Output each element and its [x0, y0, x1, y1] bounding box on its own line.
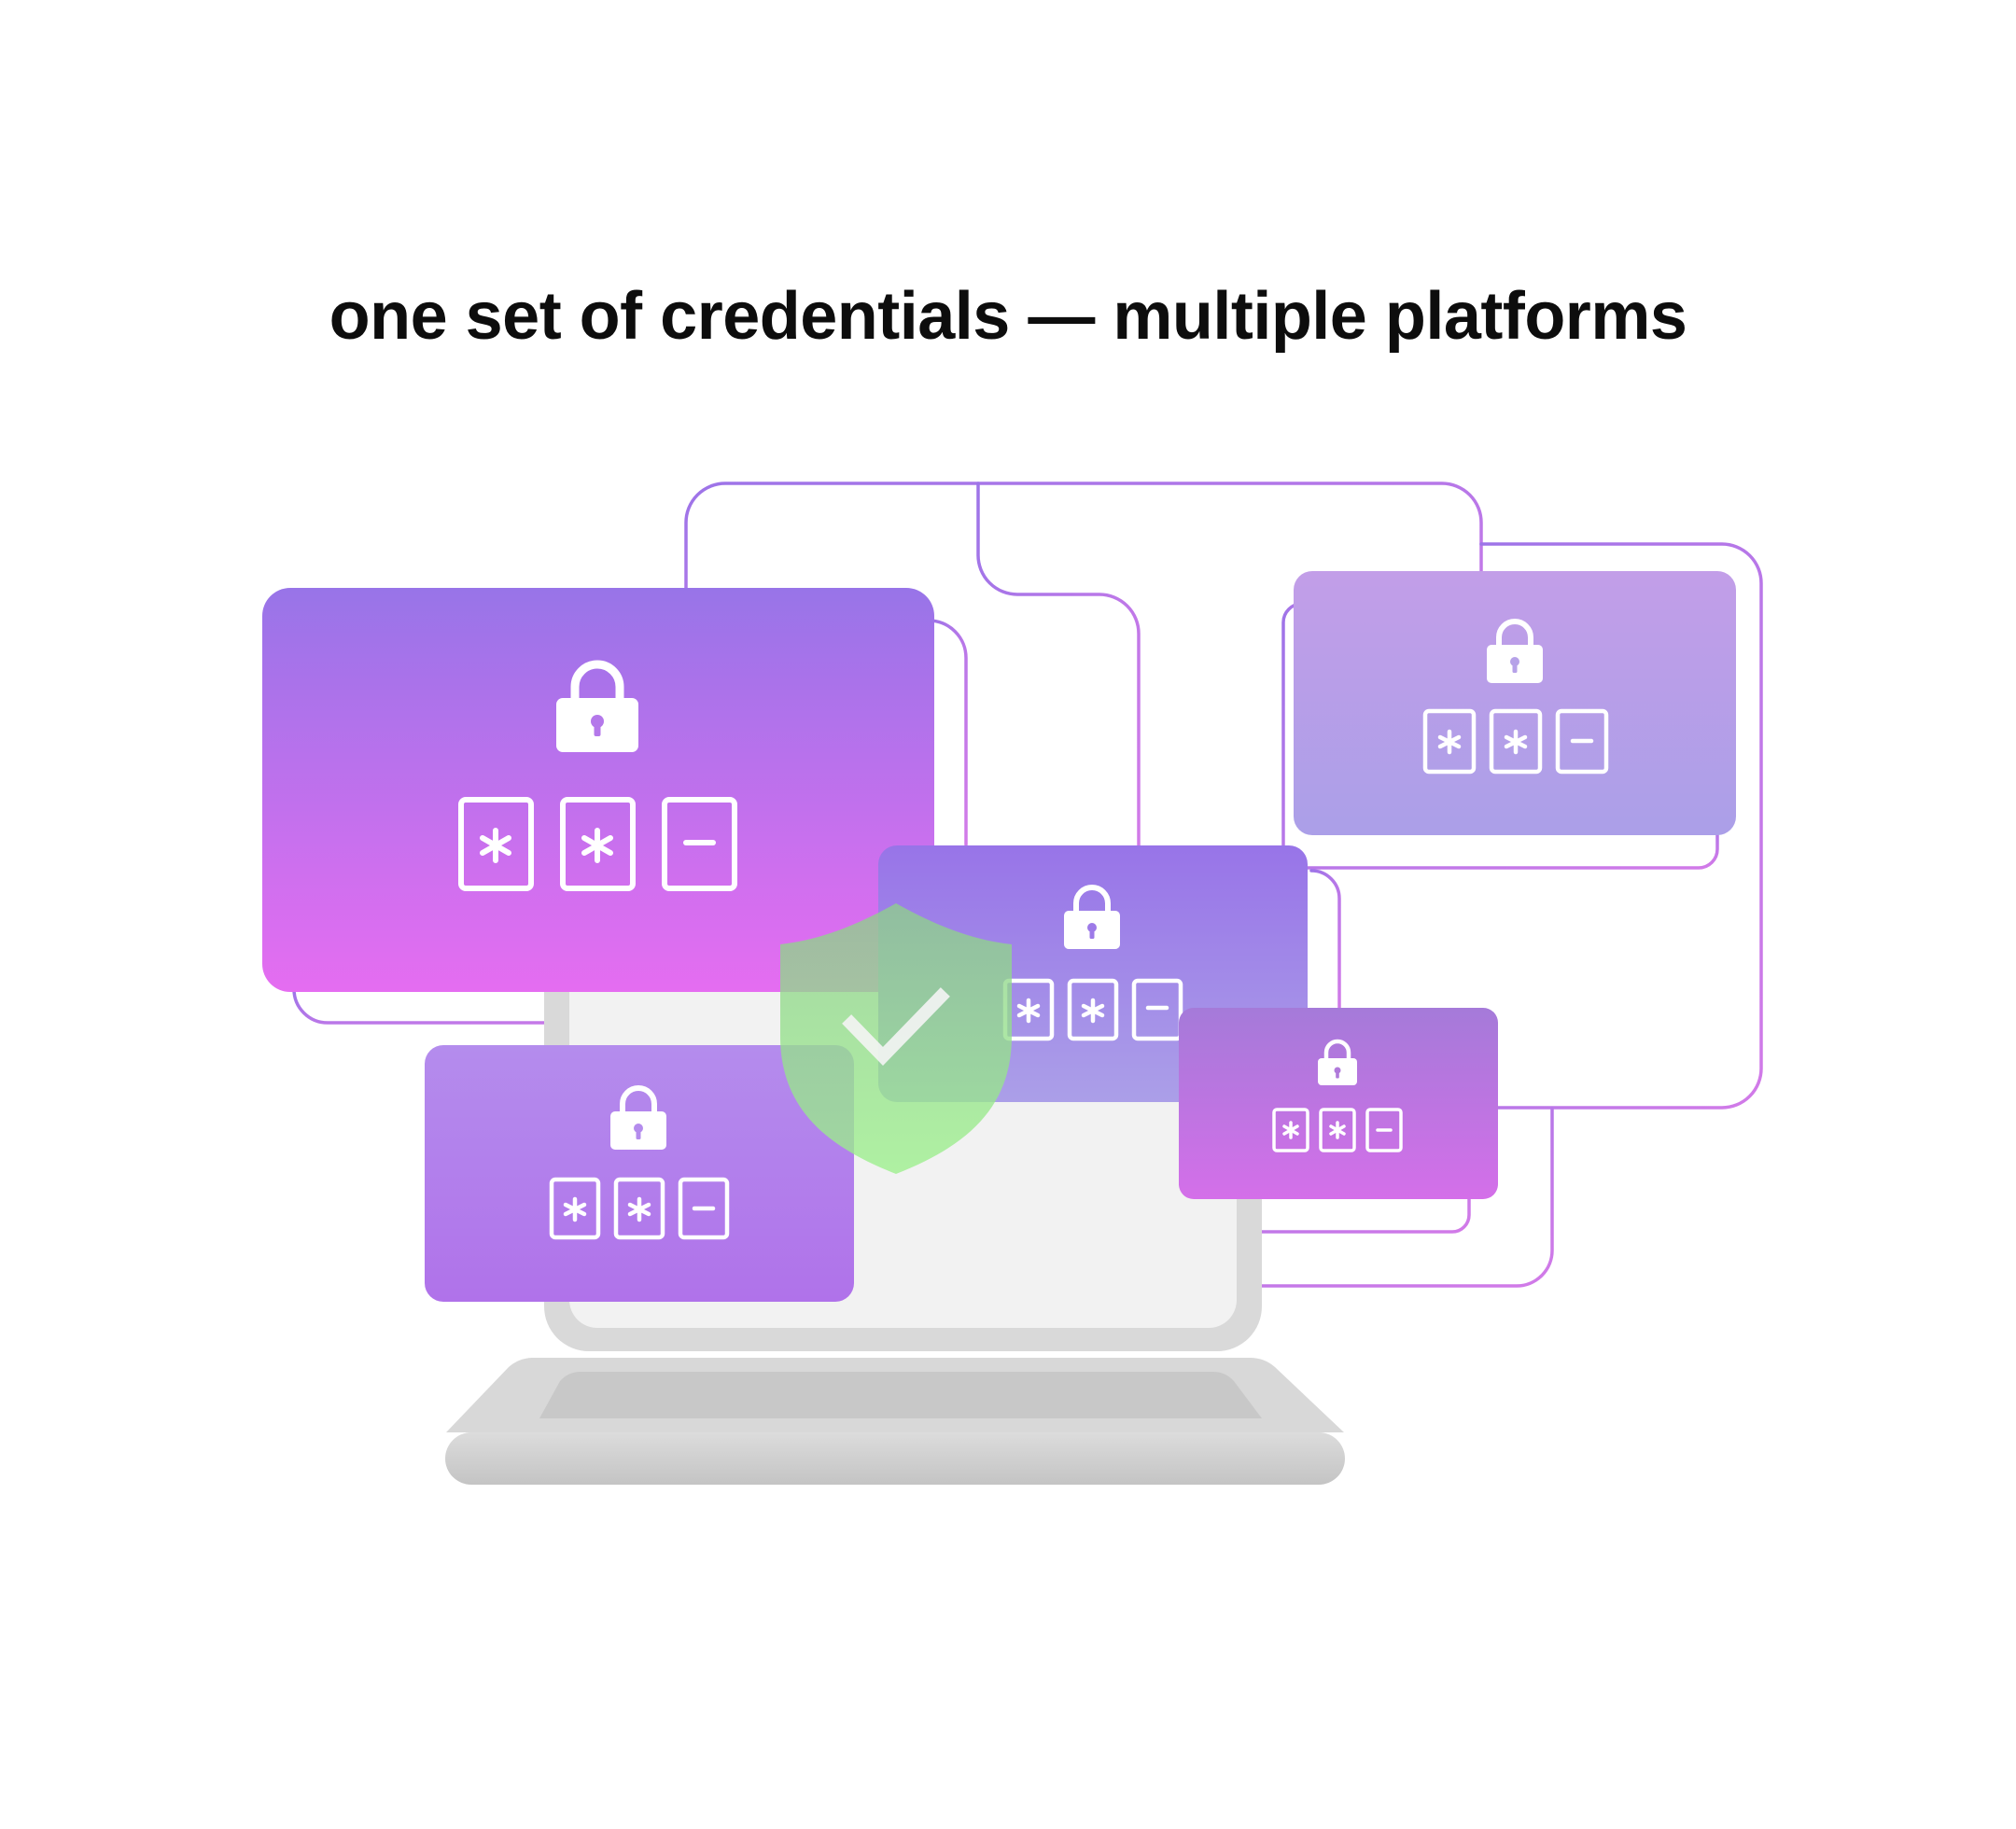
padlock-icon — [556, 660, 638, 752]
asterisk-key-icon — [1067, 978, 1119, 1041]
checkmark — [842, 987, 950, 1067]
asterisk-key-icon — [613, 1177, 665, 1240]
asterisk-key-icon — [1272, 1108, 1309, 1152]
connector-top-loop — [684, 482, 1483, 706]
padlock-icon — [1064, 885, 1120, 949]
connector-top-branch — [976, 482, 1141, 851]
dash-key-icon — [662, 797, 737, 891]
asterisk-key-icon — [560, 797, 636, 891]
connector-right-loop — [1479, 542, 1763, 1110]
credential-keys — [458, 797, 737, 891]
padlock-icon — [1318, 1039, 1357, 1085]
shield-check-icon — [780, 903, 1012, 1174]
asterisk-key-icon — [549, 1177, 601, 1240]
connector-large-panel-underframe — [292, 987, 786, 1025]
asterisk-key-icon — [1489, 708, 1543, 775]
padlock-icon — [610, 1085, 666, 1150]
dash-key-icon — [1131, 978, 1183, 1041]
connector-large-panel-frame — [927, 619, 968, 846]
connector-top-right-underframe — [1286, 833, 1719, 870]
asterisk-key-icon — [1319, 1108, 1356, 1152]
laptop-keyboard — [539, 1372, 1262, 1418]
headline: one set of credentials — multiple platfo… — [329, 279, 1687, 354]
asterisk-key-icon — [1422, 708, 1477, 775]
laptop-front-edge — [445, 1432, 1345, 1485]
dash-key-icon — [1555, 708, 1609, 775]
credential-panel-bottom-right — [1179, 1008, 1498, 1199]
dash-key-icon — [678, 1177, 730, 1240]
credential-panel-large — [262, 588, 934, 992]
padlock-icon — [1487, 619, 1543, 683]
connector-center-frame — [1309, 869, 1341, 1014]
asterisk-key-icon — [458, 797, 534, 891]
credential-panel-bottom-left — [425, 1045, 854, 1302]
dash-key-icon — [1365, 1108, 1403, 1152]
credential-panel-top-right — [1294, 571, 1736, 835]
